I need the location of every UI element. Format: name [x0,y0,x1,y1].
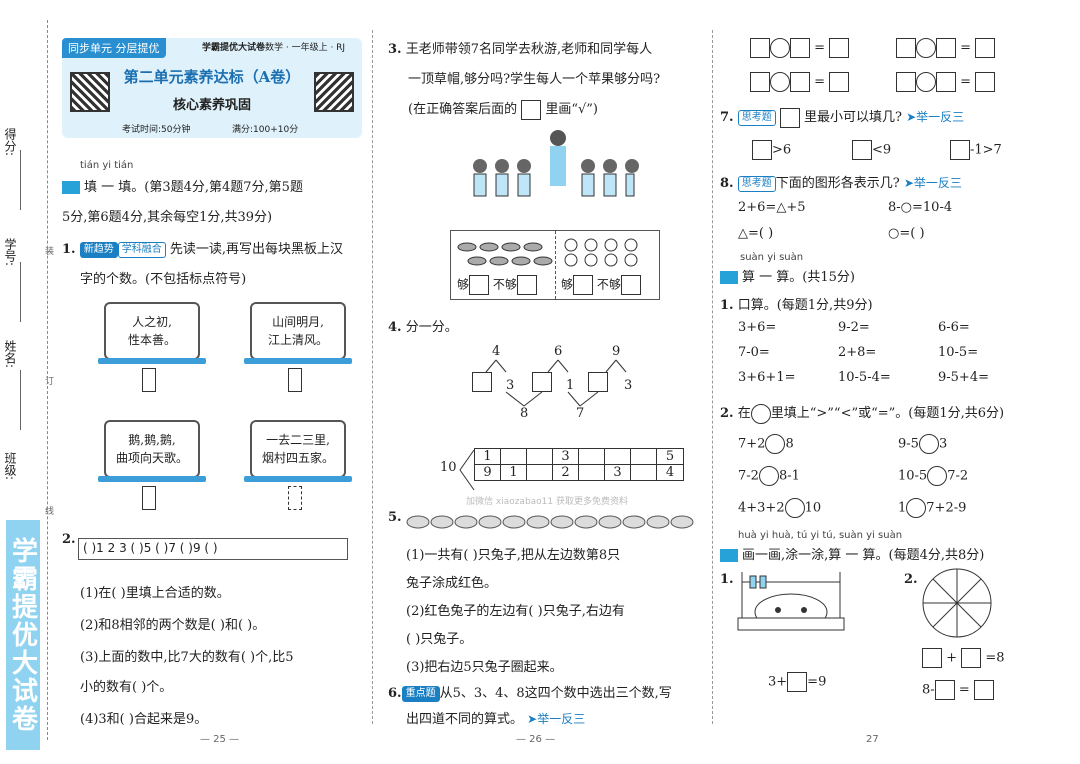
binding-strip: 得分: 学号: 姓名: 班级: 装 订 线 学霸提优大试卷 [0,0,58,764]
page-number: — 26 — [516,734,556,745]
expression-template: = [896,72,996,92]
enough-box[interactable] [573,275,594,295]
question-1: 1. 新趋势学科融合 先读一读,再写出每块黑板上汉 [62,241,343,258]
book-title: 学霸提优大试卷 [6,520,40,750]
not-enough-box[interactable] [620,275,641,295]
question-8: 8. 思考题下面的图形各表示几? ➤举一反三 [720,175,962,192]
expression-template: = [750,72,850,92]
question-7: 7. 思考题 里最小可以填几? ➤举一反三 [720,106,964,128]
answer-box[interactable] [532,372,552,392]
section-calc-heading: 算 一 算。(共15分) [720,266,855,285]
expression-template: = [896,38,996,58]
page-number: — 25 — [200,734,240,745]
answer-box[interactable] [521,99,542,120]
qr-code-icon [70,72,110,112]
unit-title: 第二单元素养达标（A卷） [123,68,301,86]
section-draw-heading: 画一画,涂一涂,算 一 算。(每题4分,共8分) [720,544,984,563]
rabbit-row-illustration [406,515,694,529]
apple-icon [564,238,638,267]
question-6: 6.重点题从5、3、4、8这四个数中选出三个数,写 [388,685,672,702]
split-diagram: 4 6 9 3 1 3 8 7 [466,344,646,424]
oral-calc-grid: 3+6=9-2=6-6= 7-0=2+8=10-5= 3+6+1=10-5-4=… [738,320,989,385]
qr-code-icon [314,72,354,112]
section-marker-icon [62,181,80,194]
answer-box[interactable] [142,486,156,510]
class-label: 班级: [3,452,17,481]
score-label: 得分: [3,128,17,157]
number-ruler: ( )1 2 3 ( )5 ( )7 ( )9 ( ) [78,538,348,560]
enough-box[interactable] [469,275,490,295]
question-3: 3. 王老师带领7名同学去秋游,老师和同学每人 [388,42,653,57]
abacus-bear-illustration [737,572,845,631]
expression-template: = [750,38,850,58]
answer-box[interactable] [588,372,608,392]
hats-apples-panel: 够 不够 够 不够 [450,230,660,300]
section-marker-icon [720,549,738,562]
answer-box[interactable] [288,486,302,510]
blackboard: 一去二三里,烟村四五家。 [244,420,352,482]
answer-box[interactable] [288,368,302,392]
question-4: 4. 分一分。 [388,320,458,335]
practice-link[interactable]: ➤举一反三 [903,176,962,190]
answer-box[interactable] [142,368,156,392]
circle-sectors-illustration [922,568,992,638]
straw-hat-icon [457,242,553,266]
unit-subtitle: 核心素养巩固 [172,98,251,113]
page-number: 27 [866,734,879,745]
watermark: 加微信 xiaozabao11 获取更多免费资料 [466,497,628,507]
question-5: 5. [388,510,402,525]
section-marker-icon [720,271,738,284]
teacher-students-illustration [473,130,639,197]
not-enough-box[interactable] [516,275,537,295]
header-banner: 同步单元 分层提优 学霸提优大试卷数学 · 一年级上 · RJ 第二单元素养达标… [62,38,362,138]
practice-link[interactable]: ➤举一反三 [527,712,586,726]
blackboard: 山间明月,江上清风。 [244,302,352,364]
sync-badge: 同步单元 分层提优 [62,38,166,58]
answer-box[interactable] [472,372,492,392]
blackboard: 鹅,鹅,鹅,曲项向天歌。 [98,420,206,482]
name-label: 姓名: [3,340,17,369]
student-number-label: 学号: [3,238,17,267]
blackboard: 人之初,性本善。 [98,302,206,364]
practice-link[interactable]: ➤举一反三 [906,110,965,124]
section-fill-heading: 填 一 填。(第3题4分,第4题7分,第5题 [62,176,303,195]
